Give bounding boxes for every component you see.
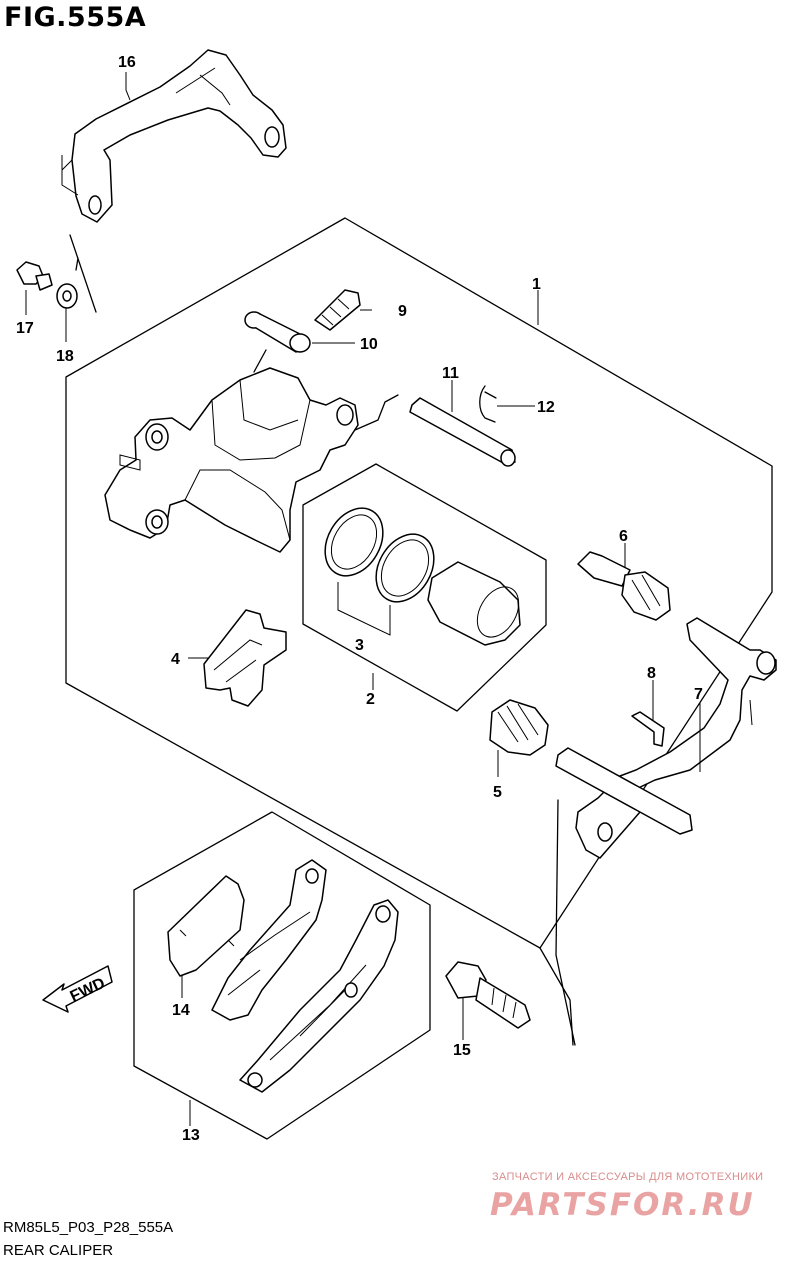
callout-11: 11 <box>442 365 459 382</box>
part-17-bolt <box>16 261 53 291</box>
callout-16: 16 <box>118 54 136 71</box>
watermark-logo: PARTSFOR.RU <box>490 1187 755 1223</box>
part-9-bleeder-screw <box>314 289 361 331</box>
forward-arrow: FWD <box>42 965 113 1013</box>
callout-14: 14 <box>172 1002 190 1019</box>
watermark-tagline: ЗАПЧАСТИ И АКСЕССУАРЫ ДЛЯ МОТОТЕХНИКИ <box>492 1171 764 1183</box>
part-11-pin <box>409 397 516 467</box>
part-10-bleeder-cap <box>244 311 311 353</box>
callout-17: 17 <box>16 320 34 337</box>
diagram-name: REAR CALIPER <box>3 1242 114 1259</box>
caliper-body <box>104 367 359 553</box>
part-15-bolt <box>445 961 531 1029</box>
callout-4: 4 <box>171 651 180 668</box>
callout-18: 18 <box>56 348 74 365</box>
part-5-boot <box>489 699 549 756</box>
part-16-caliper-bracket <box>61 49 287 223</box>
callout-15: 15 <box>453 1042 471 1059</box>
callout-8: 8 <box>647 665 656 682</box>
part-8-clip <box>631 711 665 747</box>
part-18-washer <box>56 283 78 309</box>
brake-pad-inner <box>211 859 327 1021</box>
part-4-pad-spring <box>203 609 287 707</box>
group-outline-piston-set <box>302 463 547 712</box>
piston <box>427 561 521 646</box>
figure-title: FIG.555A <box>4 2 147 33</box>
part-3-piston-seals <box>324 507 435 636</box>
group-outline-caliper-assembly <box>65 217 773 949</box>
callout-13: 13 <box>182 1127 200 1144</box>
brake-pad-outer <box>239 899 399 1093</box>
callout-9: 9 <box>398 303 407 320</box>
diagram-code: RM85L5_P03_P28_555A <box>3 1219 174 1236</box>
callout-3: 3 <box>355 637 364 654</box>
callout-1: 1 <box>532 276 541 293</box>
part-14-shim <box>167 875 245 977</box>
callout-12: 12 <box>537 399 555 416</box>
callout-10: 10 <box>360 336 378 353</box>
part-6-slide-pin <box>577 551 671 621</box>
group-outline-pad-set <box>133 811 431 1140</box>
callout-5: 5 <box>493 784 502 801</box>
callout-6: 6 <box>619 528 628 545</box>
callout-2: 2 <box>366 691 375 708</box>
callout-7: 7 <box>694 686 703 703</box>
part-7-caliper-holder <box>555 617 777 859</box>
part-12-clip <box>479 385 497 423</box>
